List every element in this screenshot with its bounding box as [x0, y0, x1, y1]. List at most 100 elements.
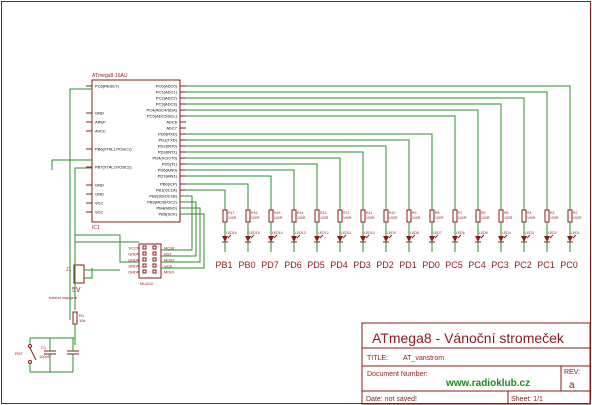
isp-left-label: GND [128, 252, 137, 257]
output-wire [186, 169, 295, 210]
output-resistor-value: 100R [228, 216, 237, 220]
output-label: PD1 [399, 260, 417, 270]
output-led-diode [544, 236, 550, 242]
output-resistor [383, 209, 389, 223]
output-wire [186, 109, 479, 210]
output-label: PD6 [284, 260, 302, 270]
ic1-right-pins: PC0(ADC0)PC1(ADC1)PC2(ADC2)PC3(ADC3)PC4(… [147, 84, 186, 217]
ic1-right-pin-label: PD6(AIN0) [158, 168, 178, 173]
ic1-left-pin-label: PB6(XTAL1/TOSC1) [95, 147, 132, 152]
power-reset-wiring [29, 88, 205, 373]
output-led-ref: LED15 [249, 231, 260, 235]
isp-left-label: VCC [129, 246, 138, 251]
output-led-diode [452, 236, 458, 242]
output-label: PD7 [261, 260, 279, 270]
ic1-right-pin-label: ADC7 [166, 126, 177, 131]
output-led-ray [572, 234, 577, 239]
output-resistor-ref: R3 [550, 211, 555, 215]
output-resistor-value: 100R [435, 216, 444, 220]
output-led-ref: LED14 [272, 231, 283, 235]
reset-switch-contact-a [28, 344, 32, 348]
isp-right-pad [152, 263, 157, 268]
ic1-right-pin-label: PB1(OC1A) [156, 188, 178, 193]
output-wire [186, 151, 364, 210]
isp-right-pad [152, 269, 157, 274]
output-wire [186, 115, 456, 210]
output-resistor-ref: R12 [343, 211, 349, 215]
isp-right-pad [152, 257, 157, 262]
output-led-ref: LED13 [295, 231, 306, 235]
output-led-diode [314, 236, 320, 242]
revision-value: a [569, 380, 575, 391]
ic1-right-pin-label: PD1(TXD) [159, 138, 178, 143]
output-wire [186, 139, 410, 210]
output-led-diode [406, 236, 412, 242]
output-label: PC5 [445, 260, 463, 270]
ic1-left-pin-label: AVCC [95, 129, 106, 134]
output-resistor [314, 209, 320, 223]
isp-left-label: GND [128, 270, 137, 275]
reset-switch-ref: RST [15, 351, 24, 356]
output-resistor-ref: R13 [320, 211, 326, 215]
output-led-ray [457, 234, 462, 239]
output-label: PD2 [376, 260, 394, 270]
title-block-title: ATmega8 - Vánoční stromeček [372, 330, 565, 346]
isp-left-label: GND [128, 264, 137, 269]
output-resistor-value: 100R [504, 216, 513, 220]
output-resistor-value: 100R [251, 216, 260, 220]
output-label: PC0 [560, 260, 578, 270]
ic1-left-pin-label: GND [95, 192, 104, 197]
isp-right-label: RST [164, 252, 173, 257]
isp-left-pad [142, 269, 147, 274]
output-wire [186, 91, 548, 210]
ic1-right-pin-label: PC3(ADC3) [156, 102, 178, 107]
output-led-ref: LED3 [525, 231, 534, 235]
output-led-ray [434, 234, 439, 239]
output-led-ref: LED10 [364, 231, 375, 235]
output-resistor-value: 100R [412, 216, 421, 220]
output-wire [186, 103, 502, 210]
output-resistor [337, 209, 343, 223]
output-resistor-ref: R14 [297, 211, 303, 215]
output-wire [186, 175, 272, 210]
output-led-ray [365, 234, 370, 239]
output-wire [186, 163, 318, 210]
output-label: PC2 [514, 260, 532, 270]
ic1-left-pin-label: VCC [95, 210, 104, 215]
output-resistor [475, 209, 481, 223]
c1-value: 100nF [39, 354, 51, 359]
ic1-body [91, 79, 181, 223]
output-resistor [567, 209, 573, 223]
output-led-ray [480, 234, 485, 239]
output-led-ray [273, 234, 278, 239]
isp-connector-body [138, 243, 162, 279]
output-resistor [429, 209, 435, 223]
reset-switch-lever [29, 347, 37, 361]
output-led-ray [342, 234, 347, 239]
output-resistor [452, 209, 458, 223]
output-led-ref: LED6 [456, 231, 465, 235]
output-led-diode [268, 236, 274, 242]
output-resistor-value: 100R [458, 216, 467, 220]
output-label: PC1 [537, 260, 555, 270]
ic1-ref: IC1 [92, 225, 100, 231]
output-label: PD0 [422, 260, 440, 270]
output-resistor [498, 209, 504, 223]
output-led-ray [319, 234, 324, 239]
output-led-diode [521, 236, 527, 242]
isp-left-pad [142, 263, 147, 268]
output-led-ray [549, 234, 554, 239]
power-note: externi napajeni [49, 295, 77, 300]
sheet-label: Sheet: 1/1 [511, 396, 543, 403]
output-led-diode [383, 236, 389, 242]
output-resistor-value: 100R [481, 216, 490, 220]
output-wire [186, 133, 433, 210]
isp-right-pad [152, 245, 157, 250]
r1-ref: R1 [79, 313, 85, 318]
output-led-ref: LED1 [571, 231, 580, 235]
output-led-ray [526, 234, 531, 239]
ic1-right-pin-label: PC0(ADC0) [156, 84, 178, 89]
output-resistor-ref: R4 [527, 211, 532, 215]
